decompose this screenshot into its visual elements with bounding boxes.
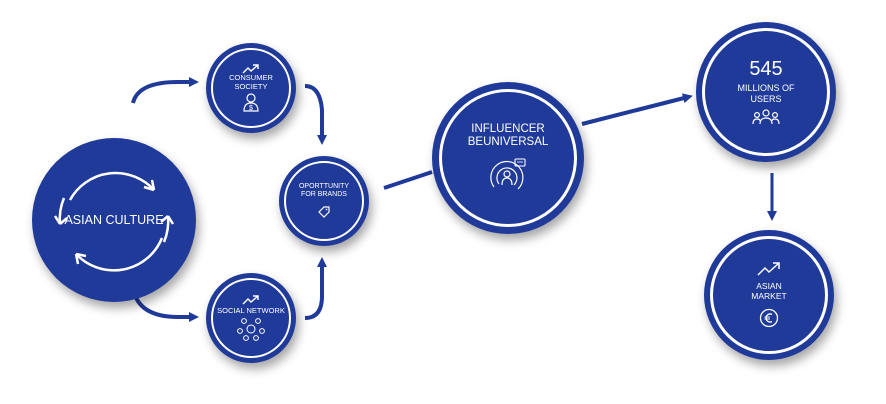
node-social-network: SOCIAL NETWORK xyxy=(206,273,296,363)
label-influencer-line1: INFLUENCER xyxy=(471,122,545,135)
label-asian-culture: ASIAN CULTURE xyxy=(64,212,164,227)
node-asian-culture: ASIAN CULTURE xyxy=(32,138,196,302)
svg-text:$: $ xyxy=(249,105,253,112)
arrow-culture-to-consumer xyxy=(131,77,199,104)
node-opportunity: OPORTTUNITY FOR BRANDS xyxy=(279,156,369,246)
label-influencer-line2: BEUNIVERSAL xyxy=(467,136,549,148)
label-users-line2: USERS xyxy=(750,93,782,104)
label-social-network: SOCIAL NETWORK xyxy=(217,305,285,315)
users-group-icon xyxy=(752,109,780,124)
node-users: 545 MILLIONS OF USERS xyxy=(696,22,836,162)
euro-coin-icon xyxy=(759,308,779,327)
arrow-social-to-opportunity xyxy=(304,257,327,320)
node-asian-market: ASIAN MARKET xyxy=(704,230,834,360)
arrow-consumer-to-opportunity xyxy=(304,84,327,145)
label-users-line1: MILLIONS OF xyxy=(737,83,795,94)
node-consumer-society: CONSUMER SOCIETY $ xyxy=(206,43,296,133)
label-consumer-line1: CONSUMER xyxy=(229,73,273,83)
node-influencer: INFLUENCER BEUNIVERSAL xyxy=(432,82,584,234)
users-count: 545 xyxy=(749,58,783,81)
cycle-arrows-icon xyxy=(53,171,175,272)
tag-icon xyxy=(318,206,330,218)
label-opportunity-line2: FOR BRANDS xyxy=(301,191,347,198)
line-opportunity-to-influencer xyxy=(383,170,433,190)
broadcast-person-icon xyxy=(490,158,526,190)
label-opportunity-line1: OPORTTUNITY xyxy=(298,182,350,190)
trend-up-icon xyxy=(757,262,780,276)
label-market-line2: MARKET xyxy=(751,291,787,301)
network-icon xyxy=(237,318,265,342)
trend-up-icon xyxy=(242,64,259,74)
label-market-line1: ASIAN xyxy=(756,281,782,292)
label-consumer-line2: SOCIETY xyxy=(234,82,268,91)
arrow-influencer-to-users xyxy=(581,93,693,126)
dollar-person-icon: $ xyxy=(243,93,259,112)
trend-up-icon xyxy=(242,294,259,305)
